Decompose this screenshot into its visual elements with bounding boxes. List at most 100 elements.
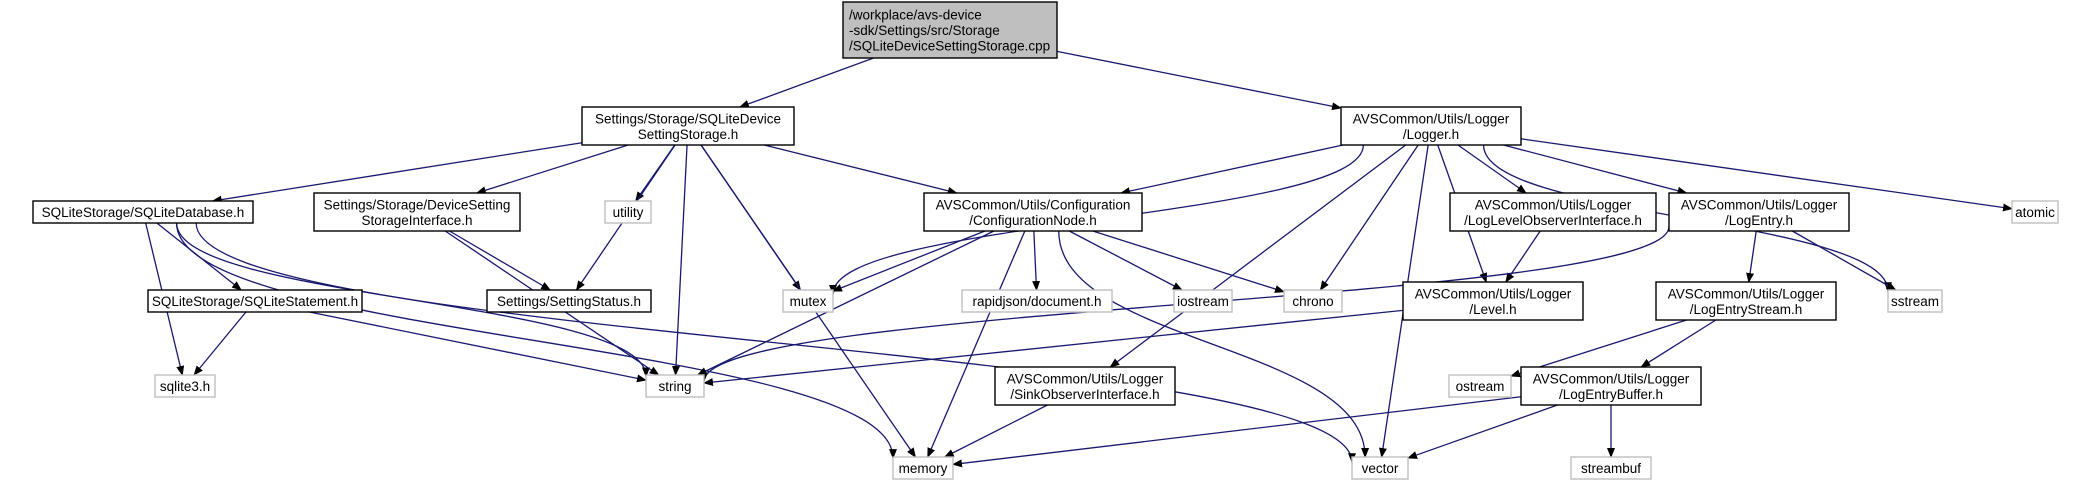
edge-line xyxy=(672,144,688,376)
node-box xyxy=(313,192,521,232)
node-label-line: memory xyxy=(899,461,948,476)
node-log-entry-h[interactable]: AVSCommon/Utils/Logger/LogEntry.h xyxy=(1668,192,1850,232)
node-label-line: AVSCommon/Utils/Logger xyxy=(1533,371,1690,386)
edge-line xyxy=(1058,230,1370,458)
node-box xyxy=(782,289,834,313)
edge-line xyxy=(952,396,1522,468)
edge-line xyxy=(193,311,247,376)
node-box xyxy=(1449,192,1657,232)
node-sstream: sstream xyxy=(1887,289,1943,313)
node-label-line: SQLiteStorage/SQLiteDatabase.h xyxy=(42,205,245,220)
node-label-line: Settings/Storage/SQLiteDevice xyxy=(595,111,781,126)
edge-root-to-logger-h xyxy=(1056,50,1342,111)
node-root[interactable]: /workplace/avs-device-sdk/Settings/src/S… xyxy=(842,1,1058,59)
edge-line xyxy=(309,311,647,383)
node-box xyxy=(154,374,216,398)
edge-line xyxy=(832,230,986,292)
nodes-layer: /workplace/avs-device-sdk/Settings/src/S… xyxy=(32,1,2059,480)
edge-line xyxy=(195,222,1356,464)
edge-configuration-node-h-to-chrono xyxy=(1092,230,1285,293)
edge-line xyxy=(1457,144,1527,194)
node-box xyxy=(1520,366,1702,406)
node-box xyxy=(1570,456,1652,480)
edge-line xyxy=(764,144,958,195)
node-log-entry-stream-h[interactable]: AVSCommon/Utils/Logger/LogEntryStream.h xyxy=(1655,281,1837,321)
edge-sqlite-device-setting-storage-h-to-configuration-node-h xyxy=(764,144,958,195)
node-utility: utility xyxy=(604,200,652,224)
edge-configuration-node-h-to-string xyxy=(696,230,995,376)
edge-logger-h-to-log-entry-h xyxy=(1503,144,1688,195)
node-sqlite-statement-h[interactable]: SQLiteStorage/SQLiteStatement.h xyxy=(147,289,363,313)
node-label-line: /SinkObserverInterface.h xyxy=(1010,387,1159,402)
edge-line xyxy=(738,57,874,108)
edge-line xyxy=(927,230,1026,458)
node-label-line: AVSCommon/Utils/Logger xyxy=(1353,111,1510,126)
node-log-level-observer-interface-h[interactable]: AVSCommon/Utils/Logger/LogLevelObserverI… xyxy=(1449,192,1657,232)
node-setting-status-h[interactable]: Settings/SettingStatus.h xyxy=(486,289,652,313)
node-label-line: vector xyxy=(1362,461,1399,476)
edge-sqlite-database-h-to-memory xyxy=(175,222,897,460)
node-sqlite-device-setting-storage-h[interactable]: Settings/Storage/SQLiteDeviceSettingStor… xyxy=(581,106,795,146)
edge-root-to-sqlite-device-setting-storage-h xyxy=(738,57,874,108)
node-label-line: AVSCommon/Utils/Logger xyxy=(1415,286,1572,301)
node-label-line: Settings/Storage/DeviceSetting xyxy=(324,197,511,212)
node-string: string xyxy=(645,374,705,398)
node-label-line: AVSCommon/Utils/Logger xyxy=(1007,371,1164,386)
node-label-line: /Logger.h xyxy=(1403,127,1459,142)
node-vector: vector xyxy=(1351,456,1409,480)
node-label-line: atomic xyxy=(2015,205,2055,220)
edge-log-entry-h-to-sstream xyxy=(1791,230,1897,291)
edge-line xyxy=(1319,144,1419,291)
edge-line xyxy=(175,222,897,460)
node-label-line: chrono xyxy=(1292,294,1333,309)
node-level-h[interactable]: AVSCommon/Utils/Logger/Level.h xyxy=(1402,281,1584,321)
node-box xyxy=(604,200,652,224)
node-box xyxy=(961,289,1113,313)
node-box xyxy=(1173,289,1233,313)
edge-log-level-observer-interface-h-to-level-h xyxy=(1505,230,1541,283)
node-sqlite3-h: sqlite3.h xyxy=(154,374,216,398)
node-chrono: chrono xyxy=(1283,289,1343,313)
node-box xyxy=(923,192,1143,232)
edge-line xyxy=(696,230,995,376)
edge-configuration-node-h-to-vector xyxy=(1058,230,1370,458)
node-label-line: SQLiteStorage/SQLiteStatement.h xyxy=(152,294,358,309)
node-label-line: StorageInterface.h xyxy=(361,213,472,228)
node-box xyxy=(994,366,1176,406)
node-label-line: AVSCommon/Utils/Logger xyxy=(1668,286,1825,301)
edge-logger-h-to-chrono xyxy=(1319,144,1419,291)
node-device-setting-storage-interface-h[interactable]: Settings/Storage/DeviceSettingStorageInt… xyxy=(313,192,521,232)
edge-sqlite-statement-h-to-sqlite3-h xyxy=(193,311,247,376)
node-label-line: /SQLiteDeviceSettingStorage.cpp xyxy=(849,39,1050,54)
node-configuration-node-h[interactable]: AVSCommon/Utils/Configuration/Configurat… xyxy=(923,192,1143,232)
edge-line xyxy=(1032,230,1041,291)
node-label-line: AVSCommon/Utils/Configuration xyxy=(936,197,1131,212)
node-label-line: streambuf xyxy=(1581,461,1641,476)
node-box xyxy=(1887,289,1943,313)
node-memory: memory xyxy=(892,456,954,480)
edge-sqlite-device-setting-storage-h-to-device-setting-storage-interface-h xyxy=(475,144,629,195)
node-box xyxy=(147,289,363,313)
edge-sqlite-statement-h-to-string xyxy=(309,311,647,383)
edge-sqlite-device-setting-storage-h-to-string xyxy=(672,144,688,376)
node-box xyxy=(1668,192,1850,232)
node-label-line: /LogEntry.h xyxy=(1725,213,1793,228)
node-label-line: ostream xyxy=(1456,379,1505,394)
edge-sqlite-database-h-to-vector xyxy=(195,222,1356,464)
edge-line xyxy=(1068,230,1183,291)
edge-line xyxy=(1109,144,1407,368)
edge-sink-observer-interface-h-to-memory xyxy=(943,404,1048,458)
edge-log-entry-buffer-h-to-vector xyxy=(1407,404,1558,459)
node-atomic: atomic xyxy=(2011,200,2059,224)
node-logger-h[interactable]: AVSCommon/Utils/Logger/Logger.h xyxy=(1340,106,1522,146)
edge-line xyxy=(1503,144,1688,195)
node-label-line: rapidjson/document.h xyxy=(972,294,1101,309)
node-label-line: /LogEntryBuffer.h xyxy=(1559,387,1663,402)
node-label-line: /LogLevelObserverInterface.h xyxy=(1464,213,1642,228)
node-sqlite-database-h[interactable]: SQLiteStorage/SQLiteDatabase.h xyxy=(32,200,254,224)
node-sink-observer-interface-h[interactable]: AVSCommon/Utils/Logger/SinkObserverInter… xyxy=(994,366,1176,406)
node-log-entry-buffer-h[interactable]: AVSCommon/Utils/Logger/LogEntryBuffer.h xyxy=(1520,366,1702,406)
edge-log-entry-h-to-log-entry-stream-h xyxy=(1746,230,1757,283)
node-box xyxy=(581,106,795,146)
